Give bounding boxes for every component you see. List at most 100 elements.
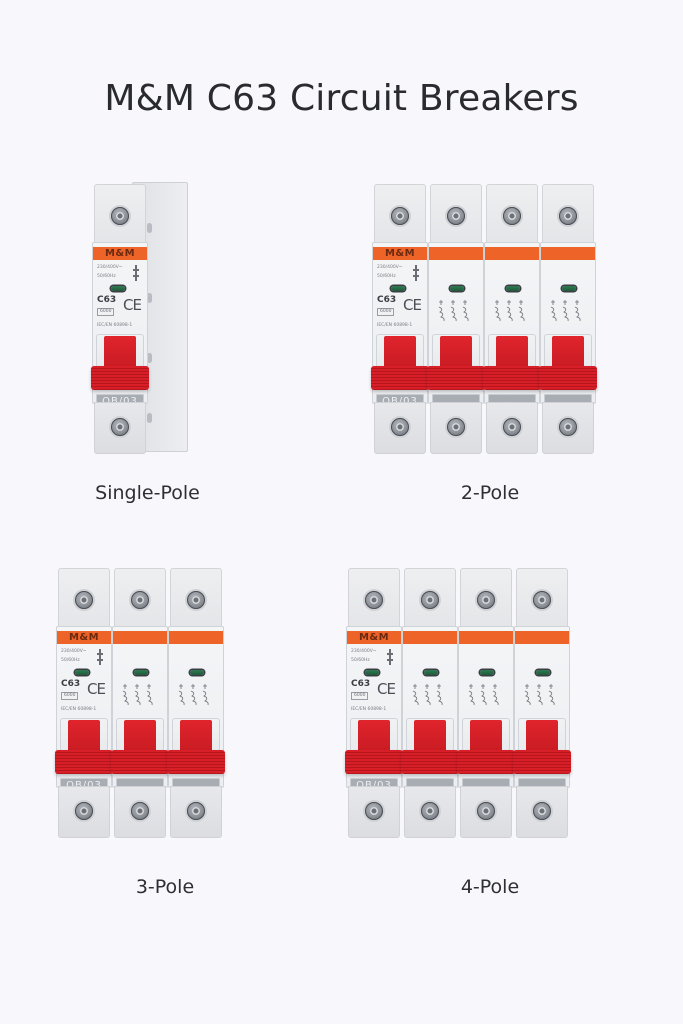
toggle-grip[interactable] [55, 750, 113, 774]
top-terminal [374, 184, 426, 246]
caption-2-pole: 2-Pole [460, 482, 520, 504]
trip-curve-icon [467, 682, 476, 706]
toggle-grip[interactable] [401, 750, 459, 774]
bottom-terminal [404, 786, 456, 838]
page-title: M&M C63 Circuit Breakers [104, 78, 579, 119]
toggle-grip[interactable] [167, 750, 225, 774]
terminal-screw-icon [421, 591, 439, 609]
status-indicator [480, 670, 494, 675]
brand-stripe [485, 247, 539, 260]
bottom-terminal [542, 402, 594, 454]
brand-logo: M&M [68, 632, 100, 643]
toggle-grip[interactable] [427, 366, 485, 390]
terminal-screw-icon [131, 591, 149, 609]
trip-curve-icon [121, 682, 130, 706]
trip-curve-icon [493, 298, 502, 322]
trip-curve-icons [493, 298, 526, 322]
terminal-screw-icon [533, 802, 551, 820]
trip-curve-icon [435, 682, 444, 706]
terminal-screw-icon [75, 802, 93, 820]
toggle-grip[interactable] [483, 366, 541, 390]
toggle-grip[interactable] [457, 750, 515, 774]
bottom-terminal [170, 786, 222, 838]
ce-mark-icon: CE [123, 296, 142, 314]
standard-label: IEC/EN 60898-1 [97, 323, 133, 328]
brand-stripe [429, 247, 483, 260]
brand-stripe: M&M [93, 247, 147, 260]
terminal-screw-icon [447, 418, 465, 436]
trip-curve-icon [437, 298, 446, 322]
spec-frequency: 50/60Hz [97, 274, 116, 279]
status-indicator [365, 670, 379, 675]
trip-curve-icons [121, 682, 154, 706]
top-terminal [516, 568, 568, 630]
trip-curve-icon [133, 682, 142, 706]
terminal-screw-icon [187, 591, 205, 609]
model-label: C63 [61, 679, 81, 689]
status-indicator [536, 670, 550, 675]
caption-4-pole: 4-Pole [460, 876, 520, 898]
top-terminal [542, 184, 594, 246]
trip-curve-icon [145, 682, 154, 706]
toggle-grip[interactable] [345, 750, 403, 774]
top-terminal [460, 568, 512, 630]
terminal-screw-icon [111, 418, 129, 436]
trip-curve-icon [547, 682, 556, 706]
trip-curve-icon [535, 682, 544, 706]
brand-stripe [459, 631, 513, 644]
bottom-terminal [58, 786, 110, 838]
terminal-screw-icon [187, 802, 205, 820]
bottom-terminal [460, 786, 512, 838]
breaker-pole [401, 568, 459, 838]
on-off-symbol-icon [133, 265, 139, 281]
spec-voltage: 230/400V~ [351, 649, 377, 654]
trip-curve-icon [461, 298, 470, 322]
spec-frequency: 50/60Hz [377, 274, 396, 279]
trip-curve-icon [505, 298, 514, 322]
terminal-screw-icon [391, 207, 409, 225]
bottom-terminal [348, 786, 400, 838]
status-indicator [75, 670, 89, 675]
breaker-pole [539, 184, 597, 454]
brand-stripe [169, 631, 223, 644]
rating-label: 6000 [351, 692, 369, 700]
rating-label: 6000 [97, 308, 115, 316]
model-label: C63 [377, 295, 397, 305]
bottom-terminal [374, 402, 426, 454]
terminal-screw-icon [365, 591, 383, 609]
top-terminal [486, 184, 538, 246]
brand-stripe [403, 631, 457, 644]
terminal-screw-icon [111, 207, 129, 225]
brand-stripe: M&M [347, 631, 401, 644]
trip-curve-icon [491, 682, 500, 706]
spec-voltage: 230/400V~ [97, 265, 123, 270]
on-off-symbol-icon [97, 649, 103, 665]
toggle-grip[interactable] [539, 366, 597, 390]
terminal-screw-icon [503, 207, 521, 225]
top-terminal [58, 568, 110, 630]
trip-curve-icons [467, 682, 500, 706]
terminal-screw-icon [75, 591, 93, 609]
on-off-symbol-icon [413, 265, 419, 281]
toggle-grip[interactable] [513, 750, 571, 774]
toggle-grip[interactable] [91, 366, 149, 390]
terminal-screw-icon [421, 802, 439, 820]
status-indicator [424, 670, 438, 675]
toggle-grip[interactable] [111, 750, 169, 774]
status-indicator [134, 670, 148, 675]
status-indicator [190, 670, 204, 675]
standard-label: IEC/EN 60898-1 [377, 323, 413, 328]
brand-logo: M&M [358, 632, 390, 643]
status-indicator [391, 286, 405, 291]
trip-curve-icon [517, 298, 526, 322]
terminal-screw-icon [477, 591, 495, 609]
top-terminal [94, 184, 146, 246]
bottom-terminal [114, 786, 166, 838]
toggle-grip[interactable] [371, 366, 429, 390]
breaker-pole [167, 568, 225, 838]
trip-curve-icon [189, 682, 198, 706]
trip-curve-icons [437, 298, 470, 322]
